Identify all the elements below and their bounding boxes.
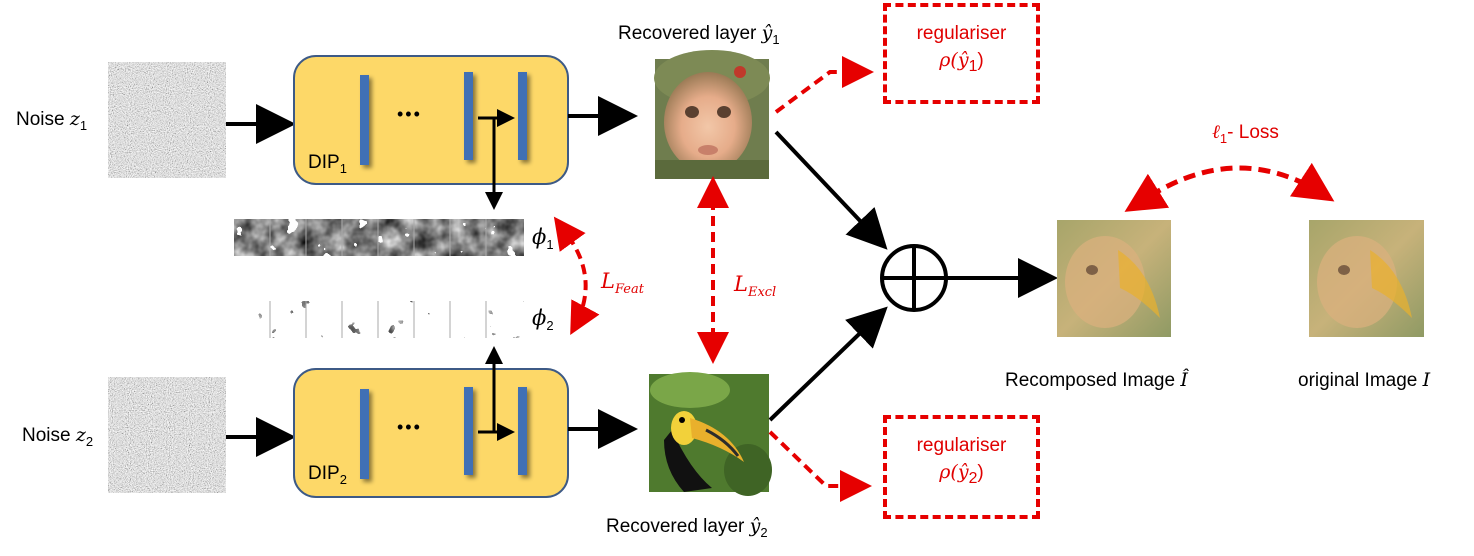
dip1-ellipsis: ••• [397, 104, 422, 124]
arrow-layer1-regulariser1 [774, 56, 874, 114]
dip2-ellipsis: ••• [397, 417, 422, 437]
noise-label-1: Noise z1 [16, 108, 88, 133]
feature-label-2: ϕ2 [532, 306, 554, 334]
recovered-layer-2-image [649, 372, 772, 496]
arrow-layer2-sum [768, 306, 888, 422]
l1-loss-arrow [1124, 162, 1335, 212]
arrow-layer1-sum [774, 130, 888, 250]
exclusion-loss-label: LExcl [734, 272, 777, 301]
dip-label-2: DIP2 [308, 463, 347, 487]
noise-image-2 [108, 377, 226, 493]
noise-image-1 [108, 62, 226, 178]
feature-strip-1 [234, 219, 524, 256]
regulariser-title-1: regulariser [916, 23, 1007, 44]
dip-label-1: DIP1 [308, 152, 347, 176]
dip1-layer-bar [518, 72, 527, 160]
dip1-layer-bar [360, 75, 369, 165]
recovered-layer-label-1: Recovered layer ŷ1 [618, 22, 780, 47]
sum-operator [880, 244, 948, 312]
feature-loss-label: LFeat [601, 269, 644, 298]
recovered-layer-label-2: Recovered layer ŷ2 [606, 515, 768, 540]
original-image-label: original Image I [1298, 369, 1431, 391]
regulariser-box-1: regulariser ρ(ŷ1) [883, 3, 1040, 104]
regulariser-formula-2: ρ(ŷ2) [939, 461, 984, 487]
l1-loss-label: ℓ1- Loss [1212, 121, 1279, 146]
feature-label-1: ϕ1 [532, 225, 554, 253]
noise-label-2: Noise z2 [22, 424, 94, 449]
original-image [1309, 220, 1424, 337]
recovered-layer-1-image [654, 50, 770, 179]
regulariser-box-2: regulariser ρ(ŷ2) [883, 415, 1040, 519]
recomposed-image [1057, 220, 1171, 337]
dip2-layer-bar [464, 387, 473, 475]
regulariser-formula-1: ρ(ŷ1) [939, 49, 984, 75]
arrow-layer2-regulariser2 [768, 430, 872, 502]
dip1-layer-bar [464, 72, 473, 160]
recomposed-image-label: Recomposed Image Î [1005, 369, 1188, 391]
feature-strip-2 [234, 301, 524, 338]
regulariser-title-2: regulariser [916, 435, 1007, 456]
feature-loss-arrow [553, 216, 600, 336]
dip2-layer-bar [360, 389, 369, 479]
dip2-layer-bar [518, 387, 527, 475]
